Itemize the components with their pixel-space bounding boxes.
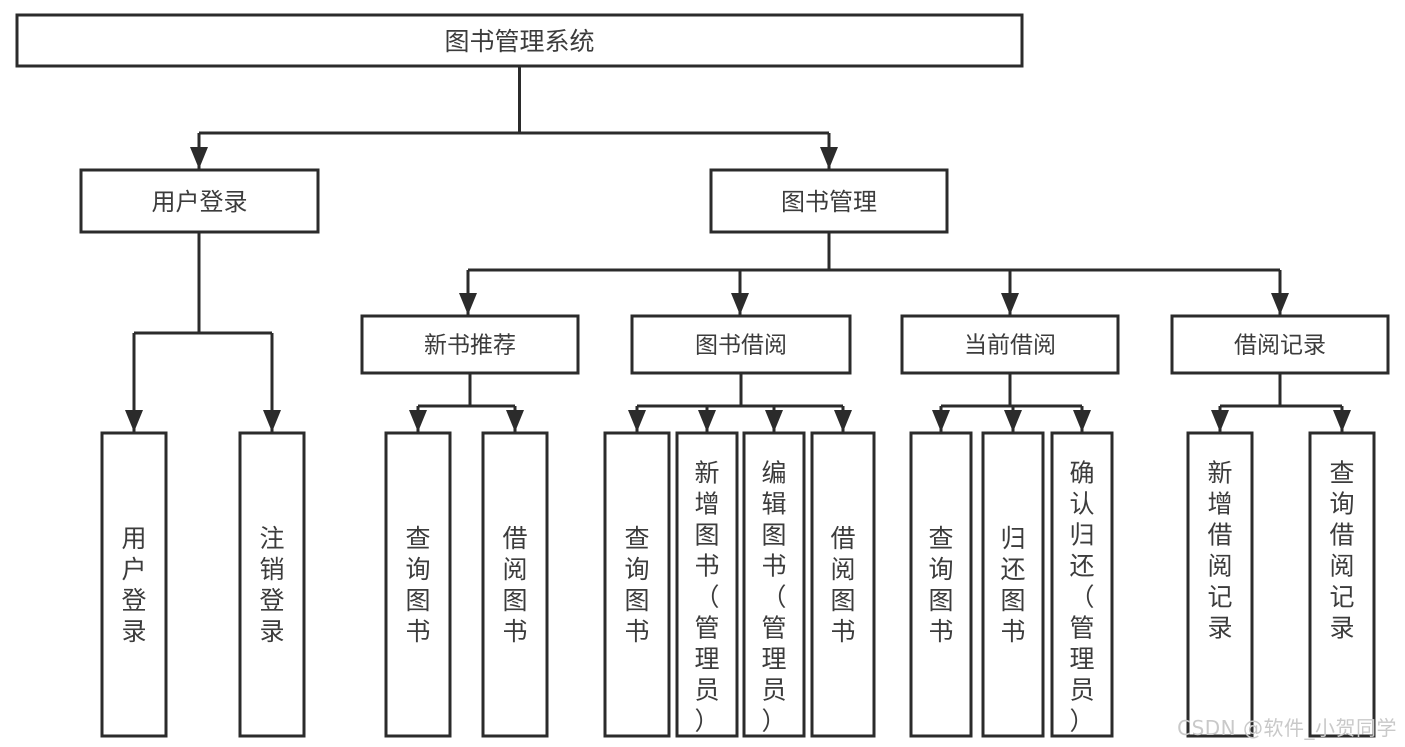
node-leaf-9-label: 归还图书 [1000, 524, 1025, 646]
node-level1-1[interactable]: 图书管理 [709, 168, 949, 234]
node-leaf-7[interactable]: 借阅图书 [810, 431, 876, 738]
node-leaf-1-box[interactable] [238, 431, 306, 738]
node-level2-0-box[interactable] [360, 314, 580, 375]
user-login-arrow-1 [263, 410, 281, 432]
node-level1-0-box[interactable] [79, 168, 320, 234]
node-level2-1-label: 图书借阅 [695, 333, 787, 359]
node-level2-1[interactable]: 图书借阅 [630, 314, 852, 375]
node-leaf-4-label: 查询图书 [624, 524, 649, 646]
node-leaf-6-box[interactable] [742, 431, 806, 738]
node-level2-0[interactable]: 新书推荐 [360, 314, 580, 375]
book-borrow-arrow-3 [834, 410, 852, 432]
node-leaf-8-box[interactable] [909, 431, 973, 738]
node-level2-2-box[interactable] [900, 314, 1120, 375]
current-borrow-arrow-1 [1004, 410, 1022, 432]
node-leaf-4[interactable]: 查询图书 [603, 431, 671, 738]
node-leaf-12-label: 查询借阅记录 [1329, 458, 1354, 642]
node-leaf-7-box[interactable] [810, 431, 876, 738]
node-level1-0[interactable]: 用户登录 [79, 168, 320, 234]
node-leaf-11[interactable]: 新增借阅记录 [1186, 431, 1254, 738]
node-level2-1-box[interactable] [630, 314, 852, 375]
node-level2-2-label: 当前借阅 [964, 333, 1056, 359]
root-arrow-1 [820, 147, 838, 169]
nodes-layer: 图书管理系统用户登录图书管理新书推荐图书借阅当前借阅借阅记录用户登录注销登录查询… [15, 13, 1390, 738]
node-leaf-2-label: 查询图书 [405, 524, 430, 646]
root-arrow-0 [190, 147, 208, 169]
node-leaf-7-label: 借阅图书 [830, 524, 855, 646]
node-leaf-10[interactable]: 确认归还（管理员） [1050, 431, 1114, 738]
node-level2-2[interactable]: 当前借阅 [900, 314, 1120, 375]
node-leaf-3-label: 借阅图书 [502, 524, 527, 646]
node-leaf-5-box[interactable] [675, 431, 739, 738]
node-leaf-12-box[interactable] [1308, 431, 1376, 738]
node-level1-1-label: 图书管理 [781, 188, 877, 216]
node-leaf-2[interactable]: 查询图书 [384, 431, 452, 738]
user-login-arrow-0 [125, 410, 143, 432]
borrow-record-arrow-0 [1211, 410, 1229, 432]
node-leaf-2-box[interactable] [384, 431, 452, 738]
book-mgmt-arrow-3 [1271, 293, 1289, 315]
current-borrow-arrow-0 [932, 410, 950, 432]
node-leaf-5[interactable]: 新增图书（管理员） [675, 431, 739, 738]
node-root-box[interactable] [15, 13, 1024, 68]
node-level1-0-label: 用户登录 [152, 188, 248, 216]
edges-layer [125, 66, 1351, 432]
node-leaf-11-label: 新增借阅记录 [1207, 458, 1232, 642]
node-leaf-8[interactable]: 查询图书 [909, 431, 973, 738]
node-level1-1-box[interactable] [709, 168, 949, 234]
book-borrow-arrow-2 [765, 410, 783, 432]
node-leaf-0[interactable]: 用户登录 [100, 431, 168, 738]
node-leaf-3-box[interactable] [481, 431, 549, 738]
node-root-label: 图书管理系统 [444, 27, 594, 56]
node-leaf-3[interactable]: 借阅图书 [481, 431, 549, 738]
node-leaf-12[interactable]: 查询借阅记录 [1308, 431, 1376, 738]
node-leaf-8-label: 查询图书 [928, 524, 953, 646]
node-level2-3-box[interactable] [1170, 314, 1390, 375]
node-leaf-10-box[interactable] [1050, 431, 1114, 738]
book-borrow-arrow-1 [698, 410, 716, 432]
node-leaf-6[interactable]: 编辑图书（管理员） [742, 431, 806, 738]
book-mgmt-arrow-2 [1001, 293, 1019, 315]
node-leaf-9[interactable]: 归还图书 [981, 431, 1045, 738]
node-leaf-11-box[interactable] [1186, 431, 1254, 738]
new-book-arrow-1 [506, 410, 524, 432]
node-root[interactable]: 图书管理系统 [15, 13, 1024, 68]
node-leaf-5-label: 新增图书（管理员） [694, 458, 719, 735]
node-leaf-0-label: 用户登录 [121, 524, 146, 646]
book-mgmt-arrow-1 [731, 293, 749, 315]
node-leaf-4-box[interactable] [603, 431, 671, 738]
node-leaf-1[interactable]: 注销登录 [238, 431, 306, 738]
new-book-arrow-0 [409, 410, 427, 432]
current-borrow-arrow-2 [1073, 410, 1091, 432]
node-level2-3[interactable]: 借阅记录 [1170, 314, 1390, 375]
node-level2-3-label: 借阅记录 [1234, 333, 1326, 359]
node-leaf-9-box[interactable] [981, 431, 1045, 738]
node-leaf-0-box[interactable] [100, 431, 168, 738]
node-leaf-10-label: 确认归还（管理员） [1069, 458, 1094, 735]
book-borrow-arrow-0 [628, 410, 646, 432]
node-level2-0-label: 新书推荐 [424, 333, 516, 359]
book-mgmt-arrow-0 [459, 293, 477, 315]
borrow-record-arrow-1 [1333, 410, 1351, 432]
node-leaf-1-label: 注销登录 [259, 524, 284, 646]
node-leaf-6-label: 编辑图书（管理员） [761, 458, 786, 735]
